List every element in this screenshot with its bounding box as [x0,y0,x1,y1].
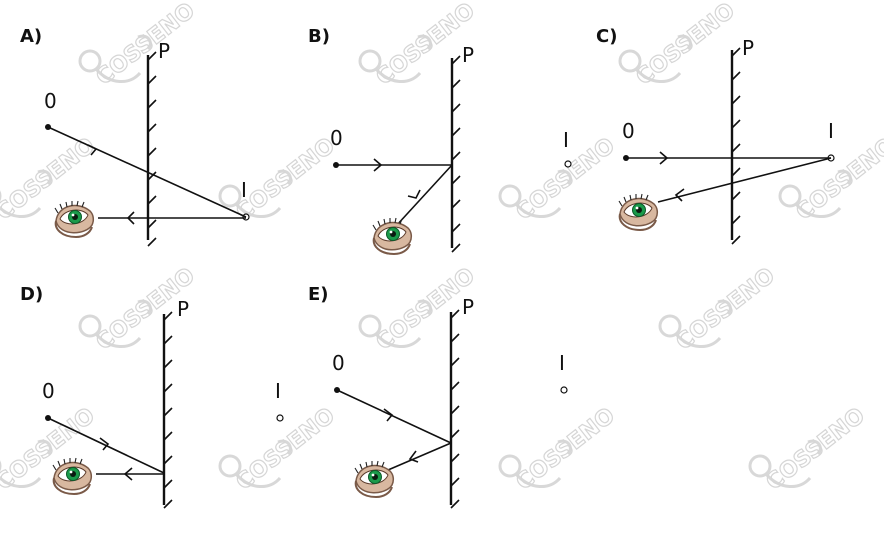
panel-e-label: E) [308,284,329,305]
panel-d-arrow-2 [123,467,133,481]
panel-a-mirror-hatch [147,51,157,247]
panel-b-eye-icon [372,217,413,255]
panel-b-arrow-2 [407,189,421,199]
panel-c: C) P 0 I I [563,26,835,245]
panel-d-object-label: 0 [42,379,55,403]
panel-c-label: C) [596,26,617,47]
panel-a-ray-1 [47,126,247,218]
panel-c-arrow-2 [674,188,685,202]
panel-c-mirror-hatch [731,47,741,245]
panel-e-arrow-2 [408,450,419,463]
panel-d: D) P 0 I [20,284,284,509]
panel-d-mirror-label: P [177,297,189,321]
panel-a-arrow-2 [126,211,135,225]
panel-c-eye-icon [618,193,659,231]
panel-b-mirror-label: P [462,43,474,67]
panel-e-arrow-1 [383,408,394,422]
panel-a-object-label: 0 [44,89,57,113]
panel-a: A) P 0 I [20,26,250,247]
panel-e-object-label: 0 [332,351,345,375]
panel-e-ray-2 [387,442,452,471]
panel-b-arrow-1 [373,158,383,172]
panel-d-eye-icon [52,457,93,495]
panel-a-arrow-1 [87,144,98,156]
panel-a-image-label: I [241,178,247,202]
panel-a-label: A) [20,26,42,47]
panel-e-image-label: I [559,351,565,375]
panel-b: B) P 0 [308,26,474,255]
panel-c-mirror-label: P [742,36,754,60]
panel-e-mirror-hatch [450,309,460,509]
panel-a-eye-icon [54,200,95,238]
panel-c-image-label: I [828,119,834,143]
panel-b-mirror-hatch [451,55,461,253]
panel-e: E) P 0 I [308,284,568,509]
panel-d-arrow-1 [99,437,110,451]
watermark-layer [0,0,884,497]
panel-b-label: B) [308,26,330,47]
panel-d-mirror-hatch [163,311,173,509]
panel-a-mirror-label: P [158,39,170,63]
panel-c-arrow-1 [659,151,669,165]
panel-c-object-label: 0 [622,119,635,143]
panel-c-image-label-left: I [563,128,569,152]
panel-c-ray-2 [657,157,832,203]
panel-c-image-point-left [564,160,572,168]
panel-d-image-label: I [275,379,281,403]
panel-e-image-point [560,386,568,394]
panel-b-ray-2 [395,164,453,227]
panel-d-label: D) [20,284,43,305]
panel-b-object-label: 0 [330,126,343,150]
panel-e-mirror-label: P [462,295,474,319]
panel-d-image-point [276,414,284,422]
panel-e-eye-icon [354,460,395,498]
panel-e-ray-1 [336,389,452,444]
